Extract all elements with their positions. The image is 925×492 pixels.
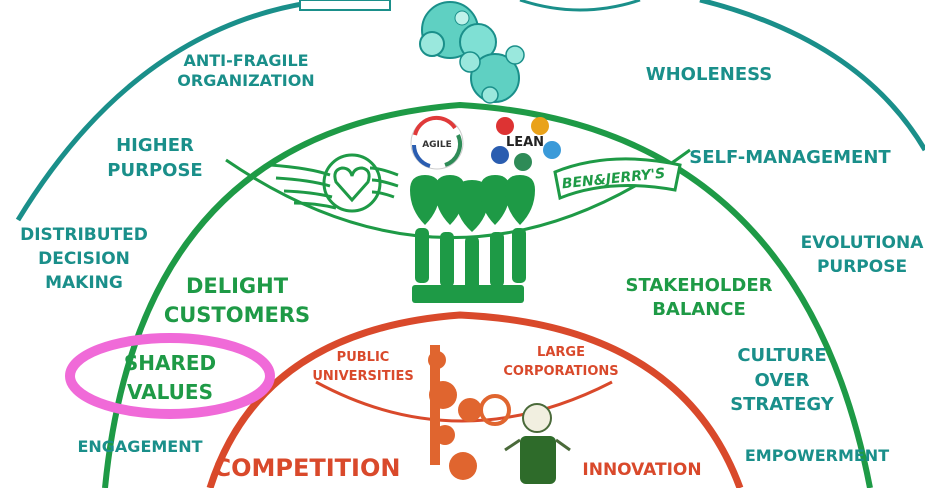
label-shared-1: SHARED (124, 351, 216, 375)
green-bowl-line (225, 148, 691, 239)
gears-icon (428, 345, 511, 480)
lean-label: LEAN (506, 135, 544, 150)
thinking-person-icon (504, 403, 571, 484)
label-competition: COMPETITION (214, 454, 401, 482)
red-ring-arc (206, 311, 744, 490)
label-distributed-3: MAKING (45, 273, 123, 293)
label-evolutionary-2: PURPOSE (817, 257, 907, 277)
label-innovation: INNOVATION (582, 460, 701, 480)
lean-logo: LEAN (491, 117, 561, 171)
label-stakeholder-2: BALANCE (652, 299, 746, 320)
outer-labels: ANTI-FRAGILE ORGANIZATION WHOLENESS HIGH… (20, 51, 924, 465)
agile-label: AGILE (422, 140, 452, 150)
people-with-hearts-icon (410, 175, 535, 303)
label-anti-fragile-1: ANTI-FRAGILE (183, 51, 308, 70)
agile-logo: AGILE (410, 115, 464, 170)
label-culture-2: OVER (755, 370, 810, 391)
green-ring-arc (102, 101, 873, 489)
label-public-2: UNIVERSITIES (312, 369, 413, 384)
bubble-cluster-icon (299, 0, 641, 104)
ben-jerrys-logo: BEN&JERRY'S (553, 157, 682, 201)
label-higher-1: HIGHER (116, 135, 194, 156)
winged-heart-logo (269, 153, 399, 213)
label-wholeness: WHOLENESS (646, 64, 772, 85)
red-bowl-line (315, 380, 613, 423)
label-higher-2: PURPOSE (107, 160, 202, 181)
label-large-1: LARGE (537, 345, 585, 360)
green-labels: DELIGHT CUSTOMERS STAKEHOLDER BALANCE SH… (124, 274, 773, 404)
label-public-1: PUBLIC (337, 350, 390, 365)
label-culture-1: CULTURE (737, 345, 826, 366)
label-stakeholder-1: STAKEHOLDER (626, 275, 773, 296)
shared-values-highlight (65, 333, 275, 419)
label-self-management: SELF-MANAGEMENT (689, 147, 891, 168)
label-distributed-1: DISTRIBUTED (20, 225, 148, 245)
label-delight-2: CUSTOMERS (164, 303, 310, 327)
label-delight-1: DELIGHT (186, 274, 289, 298)
label-engagement: ENGAGEMENT (77, 437, 202, 456)
label-distributed-2: DECISION (38, 249, 130, 269)
label-anti-fragile-2: ORGANIZATION (177, 71, 314, 90)
label-culture-3: STRATEGY (730, 394, 835, 415)
label-empowerment: EMPOWERMENT (745, 446, 889, 465)
red-labels: PUBLIC UNIVERSITIES LARGE CORPORATIONS C… (214, 345, 702, 482)
label-shared-2: VALUES (127, 380, 213, 404)
label-evolutionary-1: EVOLUTIONA (801, 233, 925, 253)
outer-teal-arc (15, 0, 925, 222)
label-large-2: CORPORATIONS (503, 364, 618, 379)
